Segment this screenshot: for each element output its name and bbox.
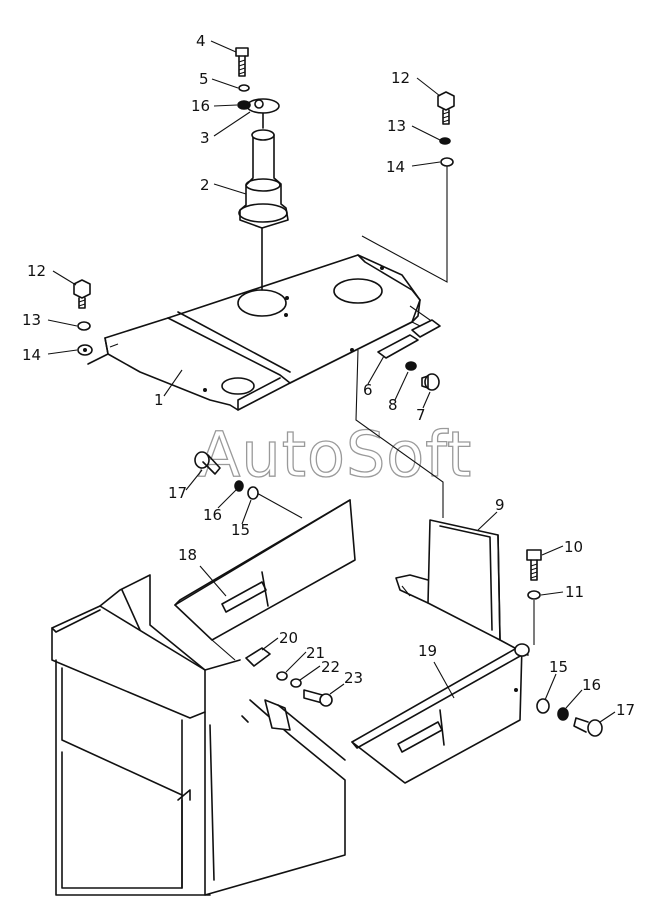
callout-7: 7 [416, 406, 426, 424]
leader-line [355, 349, 444, 518]
callout-15-mid: 15 [231, 521, 250, 539]
bolt-part-4 [235, 47, 249, 77]
cap-part-3 [246, 98, 280, 129]
bracket-part-9 [395, 519, 529, 656]
callout-14-left: 14 [22, 346, 41, 364]
washer-part-15-lower [536, 698, 550, 714]
bolt-part-23 [303, 689, 333, 707]
nut-part-16-mid [234, 480, 244, 492]
callout-22: 22 [321, 658, 340, 676]
callout-4: 4 [196, 32, 206, 50]
bolt-part-7 [421, 373, 440, 391]
nut-part-16-top [237, 100, 251, 110]
callout-8: 8 [388, 396, 398, 414]
callout-16-top: 16 [191, 97, 210, 115]
side-plate-part-19 [351, 643, 530, 784]
washer-part-21 [276, 671, 288, 681]
callout-13-right: 13 [387, 117, 406, 135]
nut-part-16-lower [557, 707, 569, 721]
callout-labels: 4 5 16 3 2 12 13 14 12 13 14 1 6 8 7 9 1… [22, 32, 635, 719]
bracket-part-6 [377, 319, 441, 359]
callout-12-left: 12 [27, 262, 46, 280]
callout-19: 19 [418, 642, 437, 660]
callout-3: 3 [200, 129, 210, 147]
callout-2: 2 [200, 176, 210, 194]
callout-11: 11 [565, 583, 584, 601]
bolt-part-12-left [73, 279, 93, 356]
callout-18: 18 [178, 546, 197, 564]
washer-part-22 [290, 678, 302, 688]
callout-10: 10 [564, 538, 583, 556]
bolt-part-10 [526, 549, 542, 581]
bracket-part-20 [245, 647, 271, 667]
callout-16-lower: 16 [582, 676, 601, 694]
filler-pipe-part-2 [238, 129, 289, 291]
top-cover-part-1 [87, 254, 431, 411]
callout-15-lower: 15 [549, 658, 568, 676]
callout-17-lower: 17 [616, 701, 635, 719]
callout-17-upper: 17 [168, 484, 187, 502]
callout-6: 6 [363, 381, 373, 399]
watermark: AutoSoft [198, 418, 472, 491]
bolt-part-12-right [361, 91, 455, 283]
callout-9: 9 [495, 496, 505, 514]
washer-part-15-mid [247, 486, 259, 500]
bolt-part-17-lower [573, 717, 603, 737]
callout-16-mid: 16 [203, 506, 222, 524]
callout-23: 23 [344, 669, 363, 687]
leader-lines [47, 40, 616, 723]
callout-20: 20 [279, 629, 298, 647]
washer-part-11 [527, 590, 541, 645]
callout-12-right: 12 [391, 69, 410, 87]
bolt-part-17-upper [194, 451, 221, 475]
washer-part-8 [405, 361, 417, 371]
callout-13-left: 13 [22, 311, 41, 329]
callout-1: 1 [154, 391, 164, 409]
side-plate-part-18 [174, 491, 356, 661]
callout-5: 5 [199, 70, 209, 88]
callout-21: 21 [306, 644, 325, 662]
washer-part-5 [238, 84, 250, 92]
housing-body [51, 574, 346, 896]
callout-14-right: 14 [386, 158, 405, 176]
